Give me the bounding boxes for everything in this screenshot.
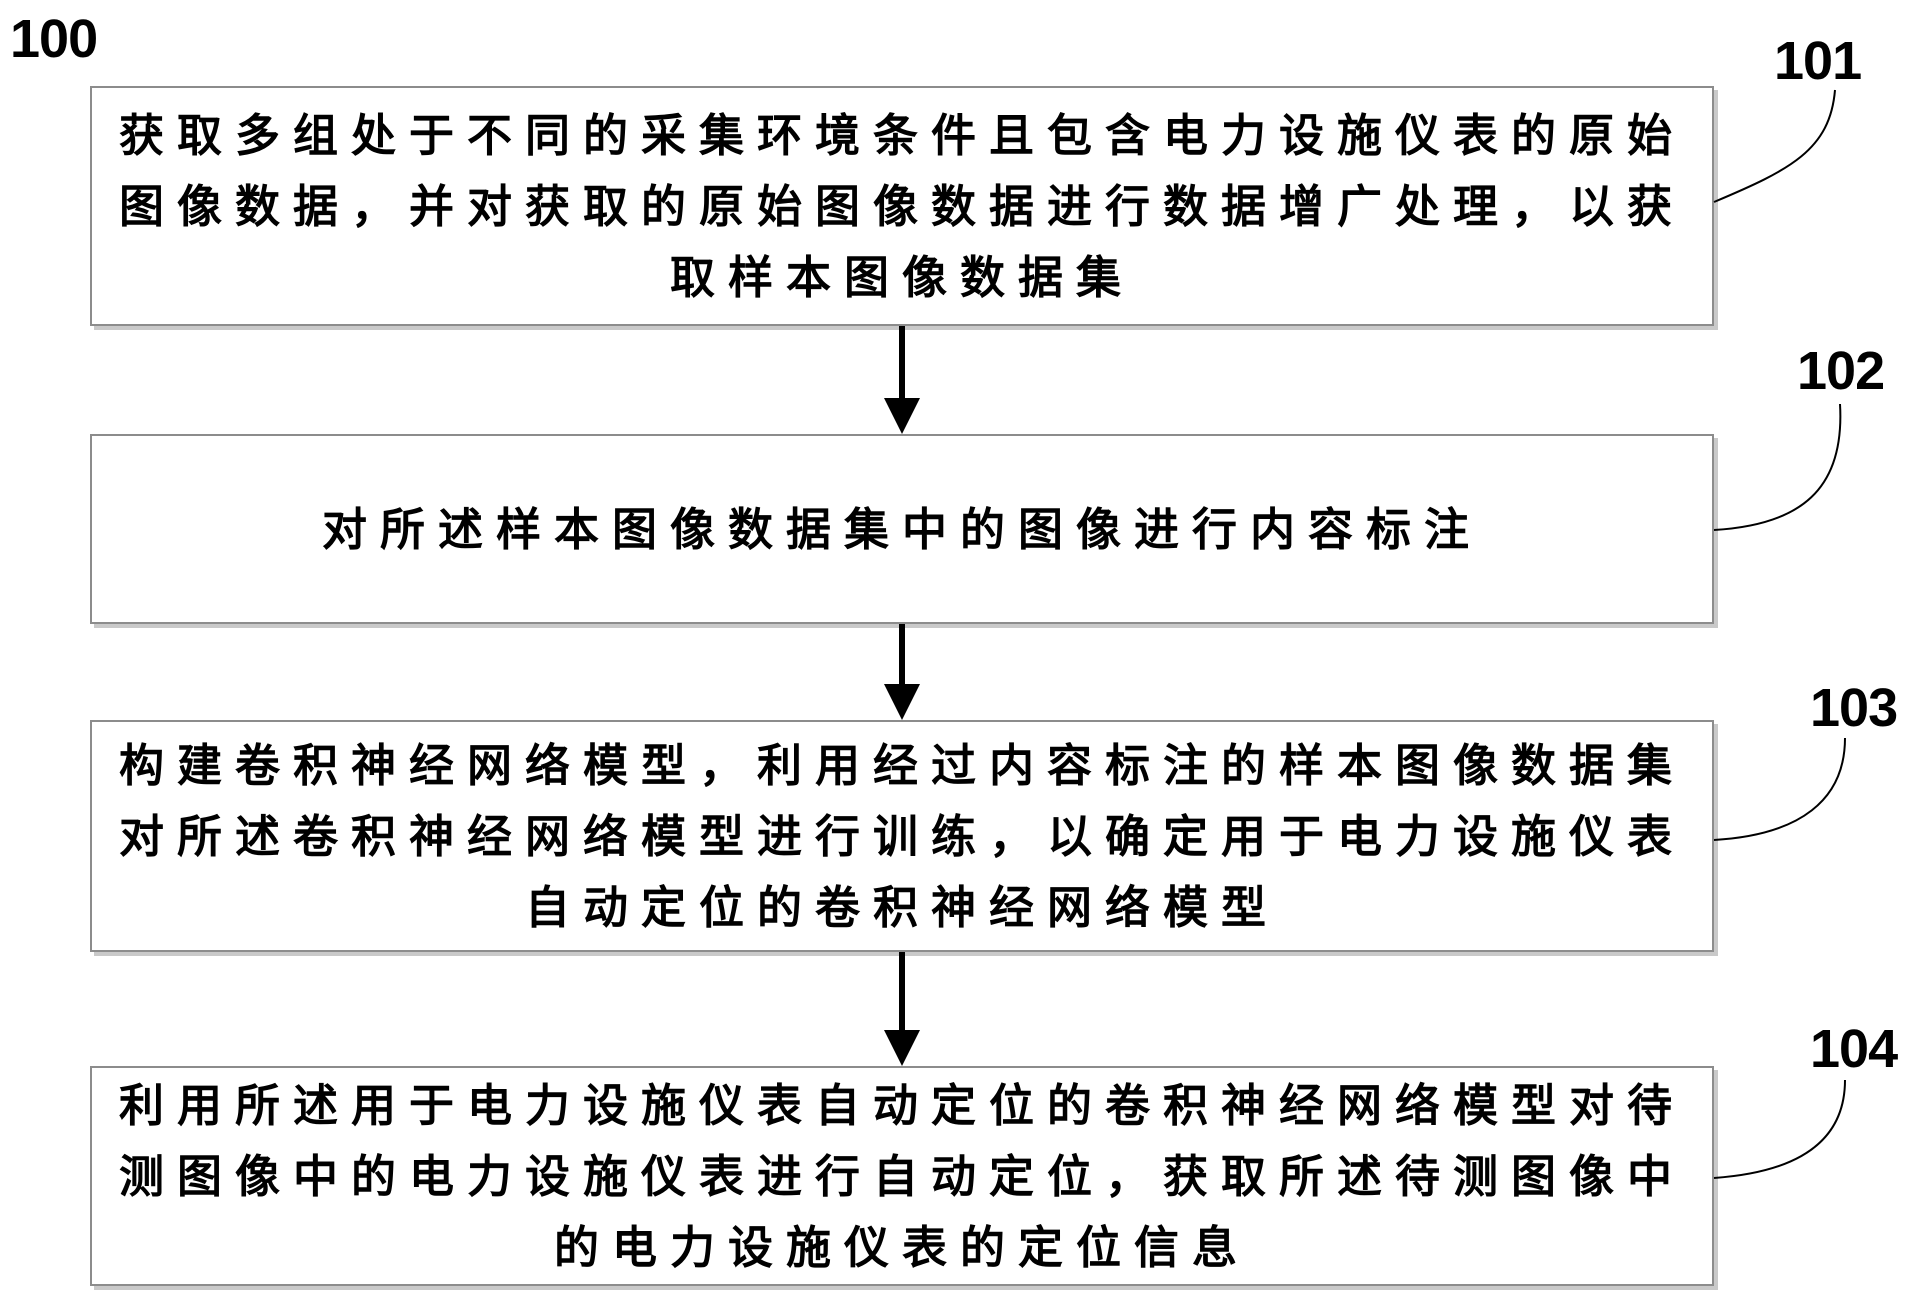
figure-number: 100	[10, 9, 98, 69]
step-text-102: 对所述样本图像数据集中的图像进行内容标注	[321, 502, 1482, 556]
step-box-102: 对所述样本图像数据集中的图像进行内容标注	[90, 434, 1714, 624]
step-text-104: 利用所述用于电力设施仪表自动定位的卷积神经网络模型对待测图像中的电力设施仪表进行…	[118, 1078, 1685, 1274]
step-text-103: 构建卷积神经网络模型，利用经过内容标注的样本图像数据集对所述卷积神经网络模型进行…	[118, 738, 1685, 934]
arrow-101-to-102	[884, 326, 920, 434]
step-number-102: 102	[1797, 341, 1885, 401]
arrow-103-to-104	[884, 952, 920, 1066]
step-box-101: 获取多组处于不同的采集环境条件且包含电力设施仪表的原始图像数据，并对获取的原始图…	[90, 86, 1714, 326]
arrow-102-to-103	[884, 624, 920, 720]
leader-line-104	[1713, 1079, 1846, 1179]
step-number-104: 104	[1810, 1019, 1898, 1079]
step-number-103: 103	[1810, 678, 1898, 738]
leader-line-101	[1713, 89, 1836, 203]
leader-line-102	[1713, 403, 1842, 531]
step-text-101: 获取多组处于不同的采集环境条件且包含电力设施仪表的原始图像数据，并对获取的原始图…	[118, 108, 1685, 304]
step-box-104: 利用所述用于电力设施仪表自动定位的卷积神经网络模型对待测图像中的电力设施仪表进行…	[90, 1066, 1714, 1286]
step-box-103: 构建卷积神经网络模型，利用经过内容标注的样本图像数据集对所述卷积神经网络模型进行…	[90, 720, 1714, 952]
step-number-101: 101	[1774, 31, 1862, 91]
leader-line-103	[1713, 737, 1846, 841]
